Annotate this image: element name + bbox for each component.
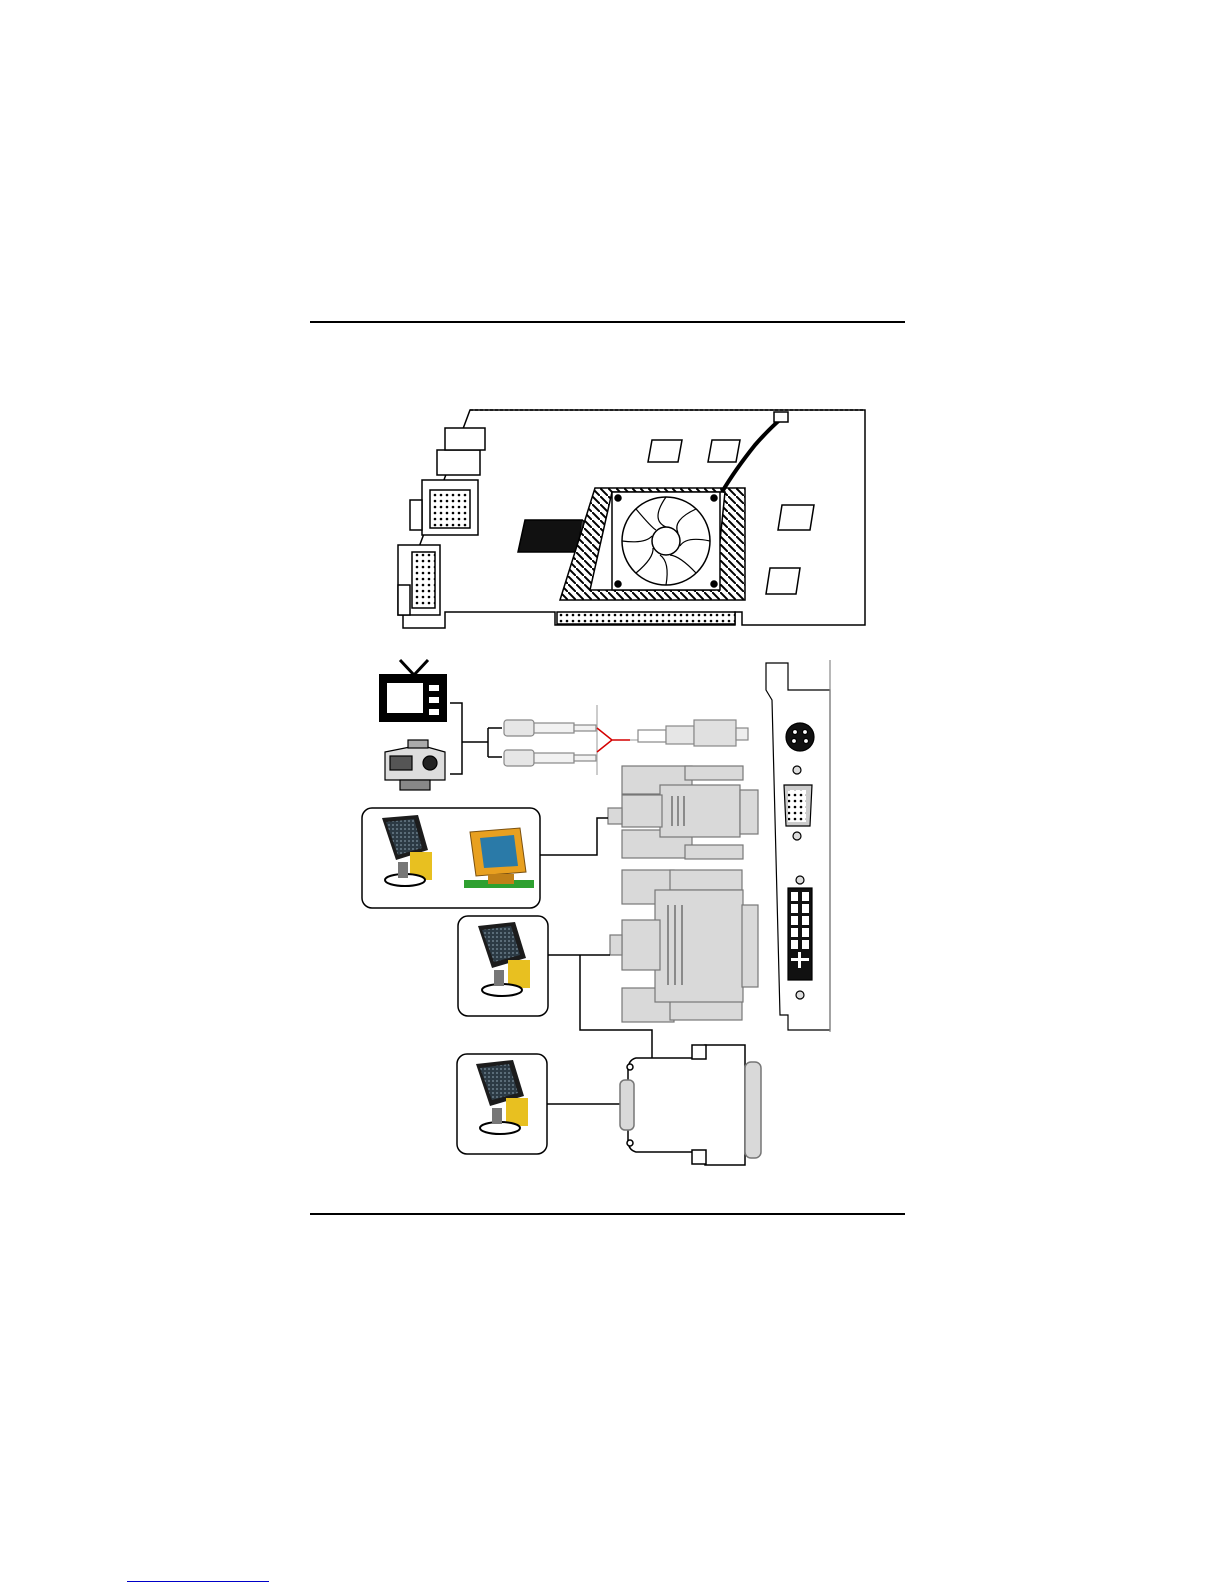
tv-icon <box>380 660 446 721</box>
io-bracket-icon <box>766 660 830 1032</box>
graphics-card-icon <box>398 410 865 628</box>
svideo-cable-icon <box>504 705 748 775</box>
dvi-connector-icon <box>610 870 758 1022</box>
tv-projector-bracket <box>450 703 502 774</box>
analog-monitor-icon <box>457 1054 547 1154</box>
vga-cable-line <box>540 818 608 855</box>
dvi-vga-adapter-icon <box>620 1045 761 1165</box>
vga-connector-icon <box>608 766 758 859</box>
lcd-monitor-icon <box>458 916 548 1016</box>
projector-icon <box>385 740 445 790</box>
crt-monitor-icon <box>362 808 540 908</box>
